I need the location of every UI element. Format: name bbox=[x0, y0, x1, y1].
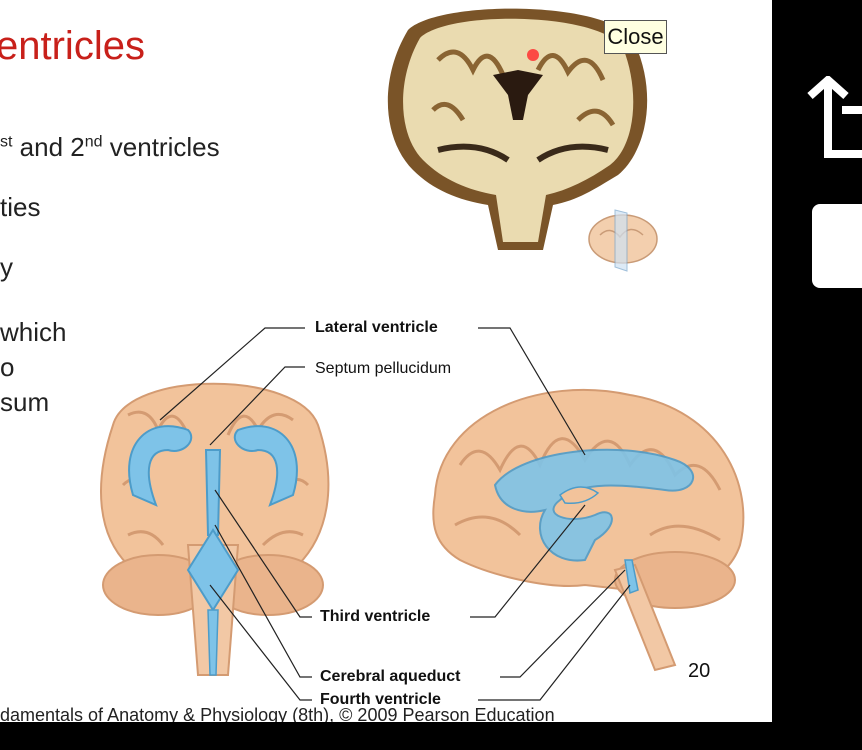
bullet-line-3: y bbox=[0, 252, 13, 282]
brain-section-photo bbox=[387, 8, 648, 250]
label-fourth-ventricle: Fourth ventricle bbox=[320, 691, 441, 708]
label-lateral-ventricle: Lateral ventricle bbox=[315, 319, 438, 336]
page-number: 20 bbox=[688, 660, 711, 682]
share-icon[interactable] bbox=[806, 76, 862, 160]
presentation-slide: entricles st and 2nd ventricles ties y w… bbox=[0, 0, 772, 722]
bullet-sup-1: st bbox=[0, 133, 13, 151]
label-septum-pellucidum: Septum pellucidum bbox=[315, 360, 452, 377]
side-panel bbox=[772, 0, 862, 750]
label-third-ventricle: Third ventricle bbox=[320, 608, 431, 625]
brain-lateral-illustration bbox=[432, 388, 745, 672]
bullet-line-2: ties bbox=[0, 192, 41, 222]
slide-title: entricles bbox=[0, 24, 145, 68]
bullet-line-4: which bbox=[0, 317, 67, 347]
bullet-line-5: o bbox=[0, 352, 15, 382]
brain-anterior-illustration bbox=[100, 382, 330, 676]
bullet-post: ventricles bbox=[102, 132, 220, 162]
bullet-ventricles: st and 2nd ventricles bbox=[0, 132, 220, 163]
close-button[interactable]: Close bbox=[604, 20, 667, 54]
side-panel-card[interactable] bbox=[812, 204, 862, 288]
bullet-sup-2: nd bbox=[84, 133, 103, 151]
slide-footer: damentals of Anatomy & Physiology (8th),… bbox=[0, 705, 555, 722]
bullet-mid: and 2 bbox=[12, 132, 85, 162]
label-leader-lines bbox=[159, 327, 631, 701]
brain-orientation-icon bbox=[588, 209, 658, 272]
bullet-line-6: sum bbox=[0, 387, 50, 417]
label-cerebral-aqueduct: Cerebral aqueduct bbox=[320, 668, 461, 685]
